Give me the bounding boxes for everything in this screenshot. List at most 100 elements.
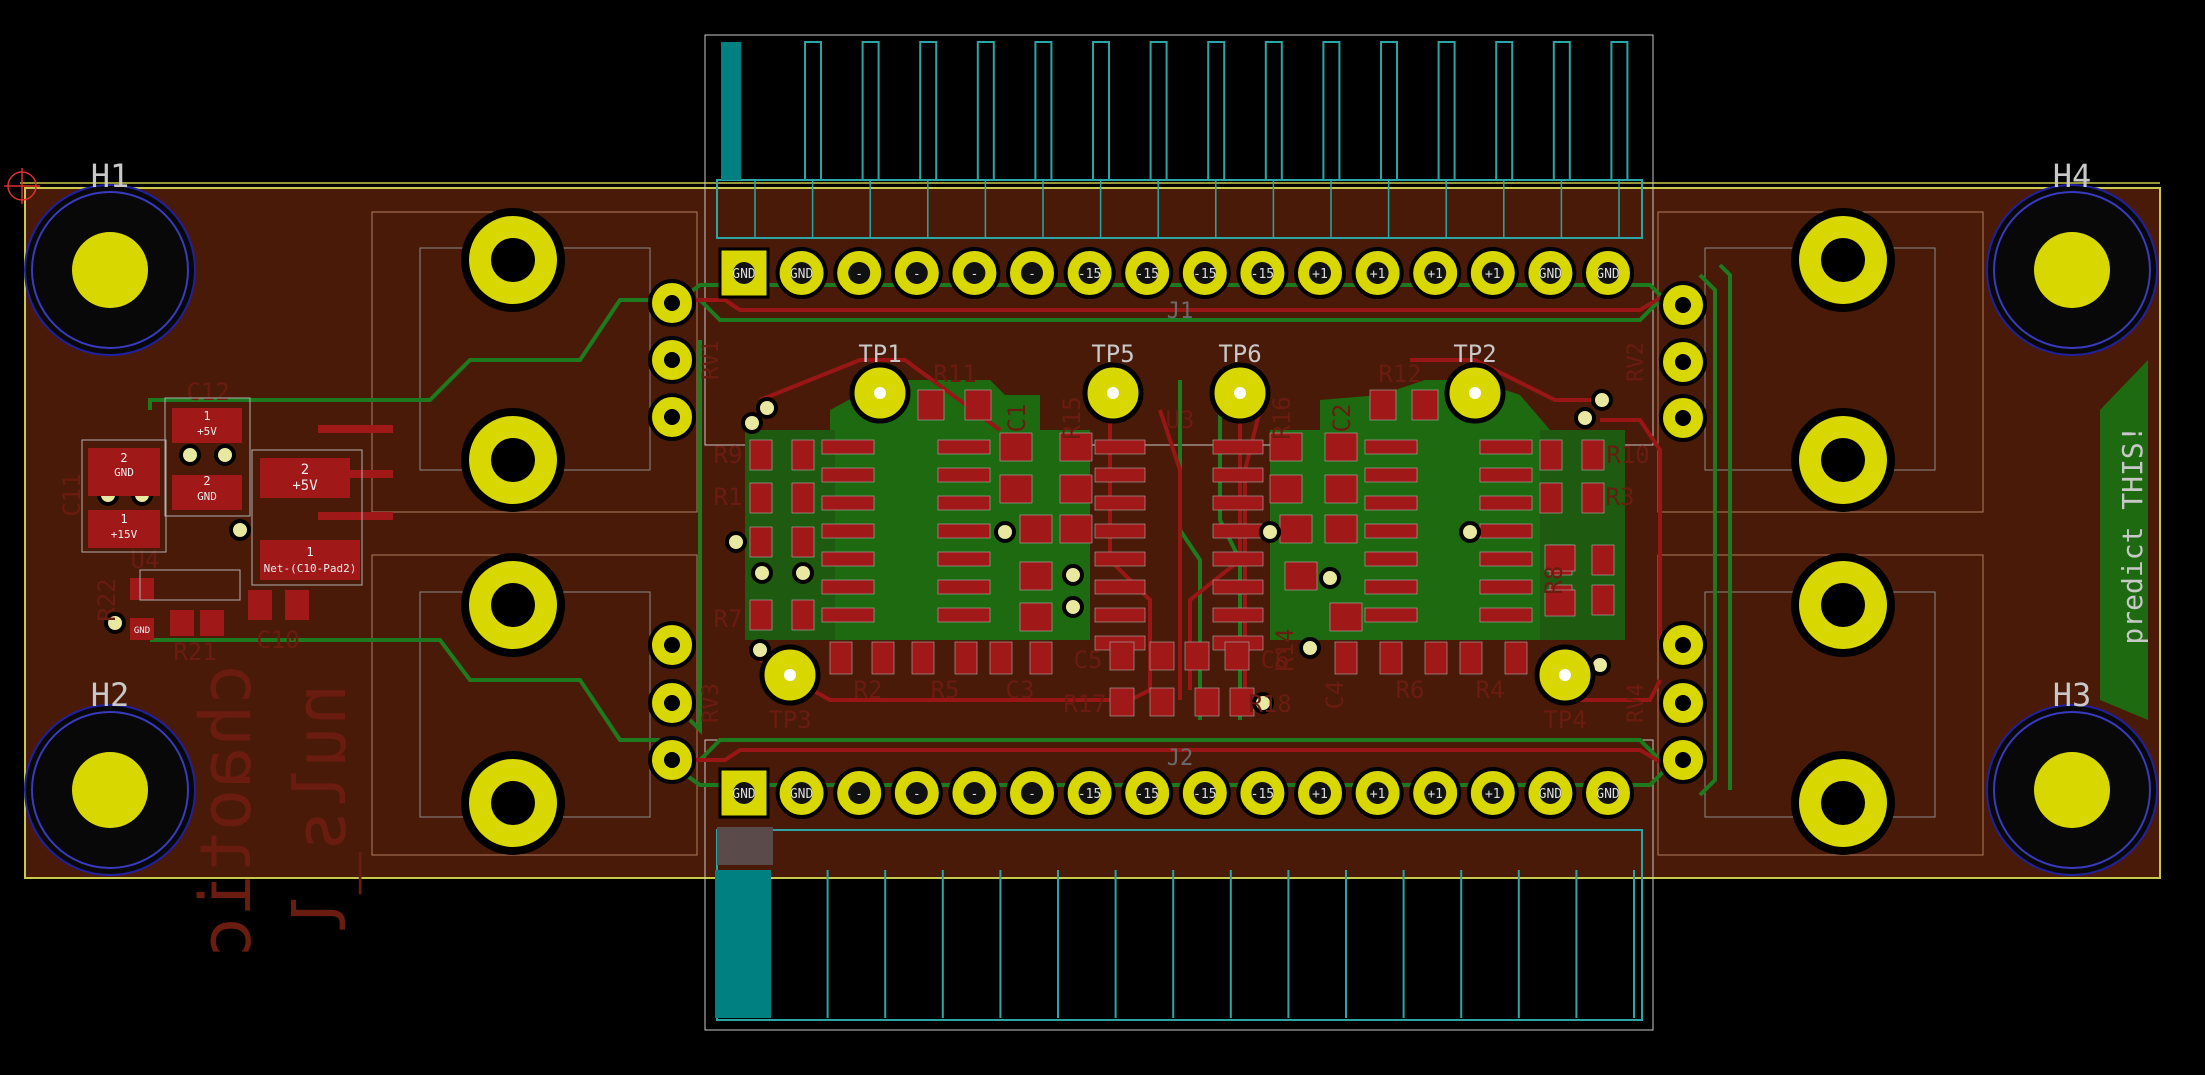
smd-pad [1094, 467, 1146, 483]
via [1252, 692, 1274, 714]
smd-pad [911, 641, 935, 675]
smd-pad [1094, 551, 1146, 567]
smd-pad [821, 495, 875, 511]
smd-pad [1364, 607, 1418, 623]
smd-pad [1369, 389, 1397, 421]
connector-top-pin-label: - [1028, 267, 1036, 282]
svg-text:TP3: TP3 [768, 706, 811, 734]
smd-pad [1094, 495, 1146, 511]
connector-top-pin-label: +1 [1427, 267, 1443, 282]
smd-pad [1479, 439, 1533, 455]
smd-pad [917, 389, 945, 421]
svg-text:R8: R8 [1540, 566, 1568, 595]
svg-text:1: 1 [306, 545, 313, 559]
connector-top-pin-label: -15 [1251, 267, 1274, 282]
smd-pad [1364, 579, 1418, 595]
svg-text:RV4: RV4 [1624, 683, 1649, 723]
svg-text:2: 2 [203, 474, 210, 488]
connector-bottom-fingers [715, 870, 1635, 1018]
connector-bottom-pin-label: GND [790, 787, 814, 802]
smd-pad [1094, 439, 1146, 455]
connector-bottom-pin-label: -15 [1251, 787, 1274, 802]
connector-top-pin-label: GND [732, 267, 756, 282]
smd-pad [1591, 544, 1615, 576]
via [1591, 389, 1613, 411]
test-point-tp2: TP2 [1444, 340, 1506, 424]
connector-bottom-pin1-marker [717, 827, 773, 865]
mounting-hole-h2: H2 [24, 676, 196, 876]
smd-pad [1479, 551, 1533, 567]
smd-pad [791, 439, 815, 471]
connector-top-pin-label: GND [1539, 267, 1563, 282]
connector-top-pin-label: +1 [1370, 267, 1386, 282]
smd-pad [1194, 687, 1220, 717]
smd-pad [1324, 514, 1358, 544]
mounting-hole-h4: H4 [1986, 157, 2158, 356]
smd-pad [1364, 523, 1418, 539]
smd-pad [1149, 641, 1175, 671]
smd-pad [1184, 641, 1210, 671]
smd-pad [1094, 579, 1146, 595]
smd-pad [1539, 482, 1563, 514]
test-point-tp1: TP1 [849, 340, 911, 424]
mounting-hole-h1: H1 [24, 157, 196, 356]
smd-pad [791, 599, 815, 631]
smd-pad [791, 482, 815, 514]
connector-top-fingers [721, 41, 1629, 238]
smd-pad [1581, 439, 1605, 471]
smd-pad [937, 551, 991, 567]
smd-pad [1479, 607, 1533, 623]
svg-text:R15: R15 [1058, 396, 1086, 439]
svg-text:C5: C5 [1074, 646, 1103, 674]
smd-pads [749, 389, 1615, 717]
traces-back [148, 263, 1732, 797]
smd-pad [1364, 495, 1418, 511]
connector-top-pin-label: GND [1596, 267, 1620, 282]
finger-top-1 [721, 42, 741, 180]
ground-pour-right-edge [2100, 360, 2148, 720]
smd-pad [1269, 432, 1303, 462]
svg-text:TP2: TP2 [1453, 340, 1496, 368]
silkscreen-back: chaotic nuls_l [185, 662, 362, 957]
silk-predict-this: predict THIS! [2116, 425, 2149, 644]
svg-text:R10: R10 [1606, 441, 1649, 469]
connector-bottom-pin-label: +1 [1485, 787, 1501, 802]
power-section: 1 +5V 2 GND 2 GND 1 +15V 2 +5V 1 Net-(C1… [81, 397, 393, 640]
board-outline [24, 187, 2161, 879]
finger-top-12 [1380, 41, 1398, 181]
smd-pad [749, 439, 773, 471]
svg-text:TP5: TP5 [1091, 340, 1134, 368]
via [749, 639, 771, 661]
via [741, 412, 763, 434]
smd-pad [1364, 551, 1418, 567]
smd-pad [1212, 495, 1264, 511]
smd-pad [1334, 641, 1358, 675]
via [104, 612, 126, 634]
finger-top-14 [1495, 41, 1514, 181]
via [751, 562, 773, 584]
large-pads [461, 208, 1895, 855]
connector-bottom-pin-label: +1 [1370, 787, 1386, 802]
smd-pad [1212, 607, 1264, 623]
connector-bottom-pin-label: -15 [1078, 787, 1101, 802]
smd-pad [821, 467, 875, 483]
connector-top-pinbox [716, 179, 1643, 239]
mounting-hole-h3-label: H3 [2053, 676, 2092, 714]
connector-top-pin-label: +1 [1312, 267, 1328, 282]
smd-pad [1504, 641, 1528, 675]
svg-text:R22: R22 [93, 578, 121, 621]
mounting-holes: H1 H2 H3 H4 [24, 157, 2158, 876]
smd-pad [1019, 514, 1053, 544]
smd-pad [1479, 495, 1533, 511]
smd-pad [937, 439, 991, 455]
svg-text:C11: C11 [58, 473, 86, 516]
connector-top-pin-label: -15 [1078, 267, 1101, 282]
smd-pad [1059, 514, 1093, 544]
test-point-tp3: TP3 [759, 644, 821, 734]
smd-pad [1591, 584, 1615, 616]
svg-text:C6: C6 [1261, 646, 1290, 674]
left-mount-courtyard-top [371, 211, 698, 513]
svg-text:Net-(C10-Pad2): Net-(C10-Pad2) [264, 562, 357, 575]
finger-top-7 [1092, 41, 1110, 181]
